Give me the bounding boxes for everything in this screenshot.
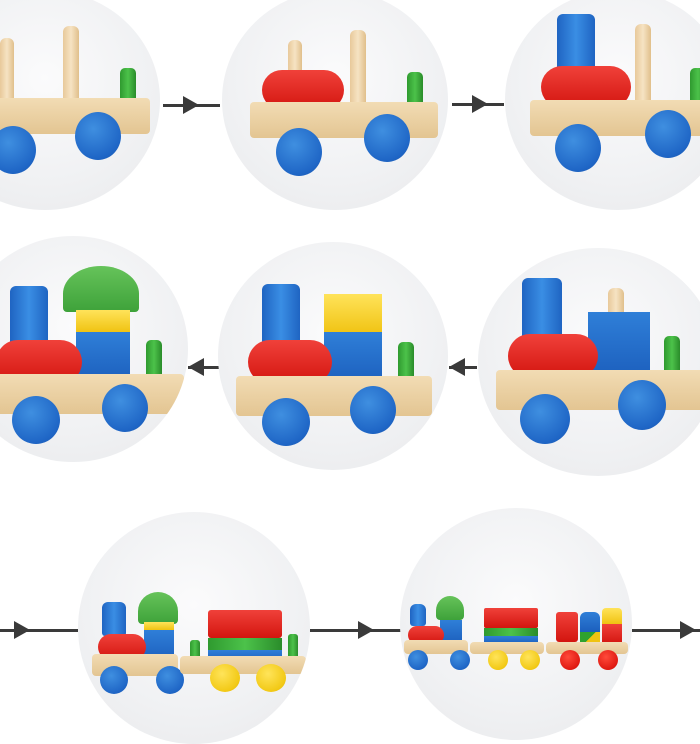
step-4-add-blue-cab-block <box>478 248 700 476</box>
blue-wheel <box>450 650 470 670</box>
blue-chimney <box>262 284 300 344</box>
blue-wheel <box>102 384 148 432</box>
blue-chimney <box>102 602 126 636</box>
step-6-add-green-roof <box>0 236 188 462</box>
blue-chimney <box>522 278 562 340</box>
blue-wheel <box>12 396 60 444</box>
red-wagon-square <box>602 624 622 644</box>
red-wagon-block <box>484 608 538 628</box>
red-wagon-block <box>208 610 282 638</box>
step-2-add-red-boiler <box>222 0 448 210</box>
arrow-out-of-step8 <box>632 621 700 639</box>
wood-base <box>250 102 438 138</box>
green-wagon-block <box>484 628 538 636</box>
yellow-wagon-square <box>602 608 622 624</box>
blue-cab-block <box>76 332 130 382</box>
red-wheel <box>560 650 580 670</box>
blue-chimney <box>410 604 426 626</box>
red-wheel <box>598 650 618 670</box>
green-roof <box>436 596 464 620</box>
arrow-head-left-icon <box>188 358 204 376</box>
triangle-wagon-block <box>580 632 600 644</box>
green-roof <box>138 592 178 624</box>
yellow-wheel <box>256 664 286 692</box>
yellow-block <box>324 294 382 334</box>
arrow-step7-to-step8 <box>310 621 402 639</box>
blue-wheel <box>0 126 36 174</box>
red-wagon-square <box>556 612 578 642</box>
blue-cab-block <box>440 620 462 644</box>
blue-wheel <box>100 666 128 694</box>
green-peg <box>190 640 200 660</box>
step-7-attach-first-wagon <box>78 512 310 744</box>
wagon-base <box>180 656 306 674</box>
blue-chimney <box>557 14 595 72</box>
wagon-base <box>546 642 628 654</box>
blue-wheel <box>618 380 666 430</box>
blue-wheel <box>350 386 396 434</box>
green-peg <box>288 634 298 660</box>
blue-wheel <box>276 128 322 176</box>
wood-peg <box>63 26 79 106</box>
blue-wheel <box>156 666 184 694</box>
green-peg <box>690 68 700 108</box>
blue-wheel <box>262 398 310 446</box>
yellow-wheel <box>210 664 240 692</box>
arrow-step2-to-step3 <box>452 95 504 113</box>
blue-wheel <box>408 650 428 670</box>
green-peg <box>398 342 414 386</box>
blue-wheel <box>75 112 121 160</box>
step-3-add-blue-chimney <box>505 0 700 210</box>
wood-peg <box>350 30 366 110</box>
yellow-block <box>76 310 130 332</box>
step-5-add-yellow-block <box>218 242 448 470</box>
blue-wagon-block <box>484 636 538 644</box>
arrow-step1-to-step2 <box>163 96 220 114</box>
arrow-step5-to-step6 <box>188 358 220 376</box>
arrow-head-left-icon <box>449 358 465 376</box>
arrow-step4-to-step5 <box>449 358 477 376</box>
green-wagon-block <box>208 638 282 650</box>
blue-wheel <box>520 394 570 444</box>
blue-wheel <box>645 110 691 158</box>
arrow-head-right-icon <box>680 621 696 639</box>
yellow-block <box>144 622 174 630</box>
green-roof <box>63 266 139 312</box>
blue-chimney <box>10 286 48 346</box>
blue-cab-block <box>324 332 382 384</box>
green-peg <box>146 340 162 384</box>
green-peg <box>664 336 680 380</box>
arrow-head-right-icon <box>472 95 488 113</box>
step-8-attach-second-wagon <box>400 508 632 740</box>
blue-wagon-square <box>580 612 600 632</box>
yellow-wheel <box>488 650 508 670</box>
step-1-base-with-pegs <box>0 0 160 210</box>
blue-wheel <box>555 124 601 172</box>
wood-peg <box>635 24 651 110</box>
blue-cab-block <box>588 312 650 378</box>
blue-wheel <box>364 114 410 162</box>
arrow-head-right-icon <box>358 621 374 639</box>
arrow-head-right-icon <box>14 621 30 639</box>
yellow-wheel <box>520 650 540 670</box>
arrow-head-right-icon <box>183 96 199 114</box>
arrow-into-step7 <box>0 621 78 639</box>
red-boiler <box>408 626 444 644</box>
wood-base <box>0 98 150 134</box>
